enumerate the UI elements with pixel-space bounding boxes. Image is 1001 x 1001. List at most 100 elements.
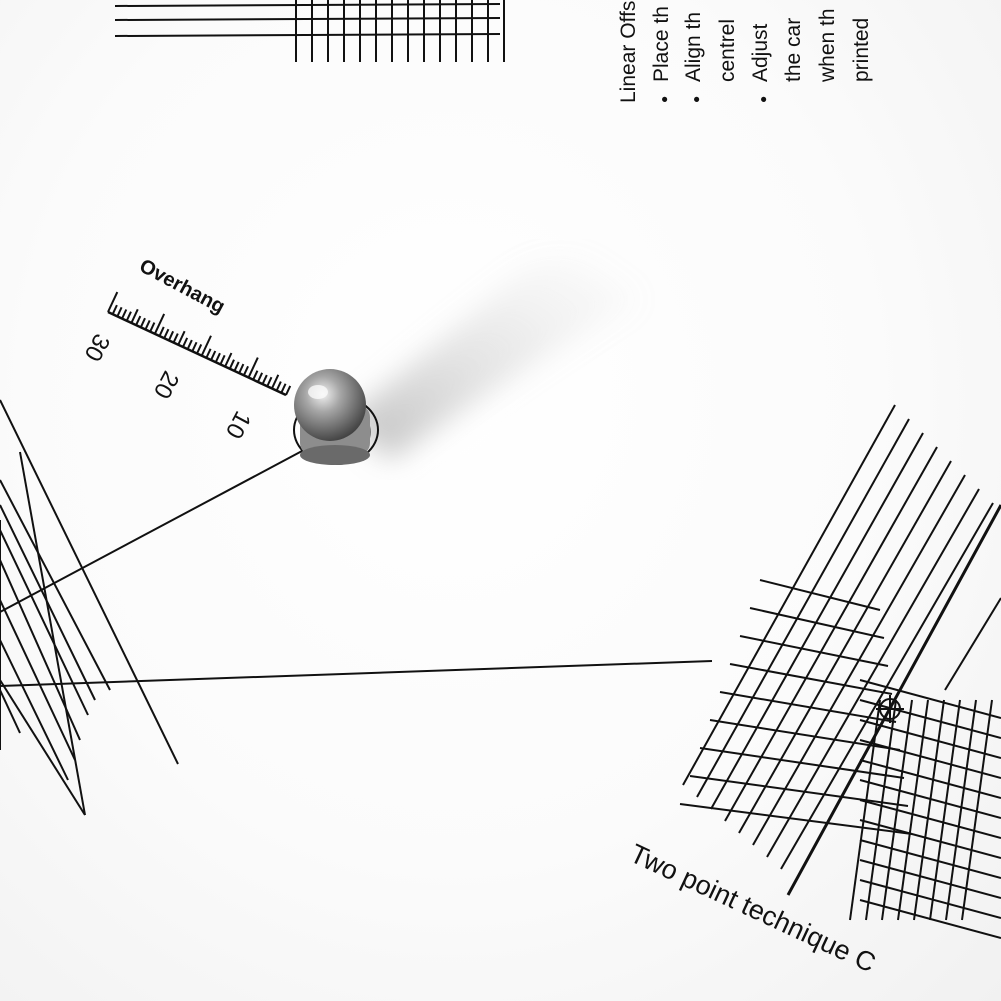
null-point-grid	[679, 404, 1001, 939]
grid-line	[766, 488, 980, 858]
grid-line	[149, 322, 156, 333]
grid-line	[205, 348, 212, 359]
grid-line	[859, 699, 1001, 739]
grid-line	[709, 719, 901, 751]
grid-line	[139, 317, 146, 328]
grid-line	[881, 699, 913, 921]
grid-line	[679, 803, 913, 835]
grid-line	[172, 333, 179, 344]
bullet-1: ●	[657, 96, 671, 103]
bullet-3: ●	[756, 96, 770, 103]
grid-line	[929, 699, 961, 921]
grid-line	[961, 699, 993, 921]
arm-line	[0, 450, 303, 613]
grid-line	[749, 607, 885, 639]
bullet-2: ●	[689, 96, 703, 103]
crosshair-icon	[876, 695, 904, 723]
grid-line	[280, 383, 287, 394]
grid-line	[224, 352, 233, 368]
instructions-title: Linear Offs	[617, 1, 640, 103]
grid-line	[130, 308, 139, 324]
grid-line	[210, 350, 217, 361]
grid-line	[696, 418, 910, 798]
grid-line	[125, 311, 132, 322]
grid-line	[214, 352, 221, 363]
overhang-label: Overhang	[136, 255, 229, 318]
grid-line	[710, 432, 924, 810]
grid-line	[256, 372, 264, 383]
grid-line	[167, 330, 175, 341]
instruction-line-6: when th	[816, 8, 839, 83]
instruction-line-1: Place th	[650, 6, 673, 82]
grid-line	[738, 460, 952, 834]
instructions-block: Linear Offs ● Place th ● Align th centre…	[617, 1, 873, 103]
horizontal-baseline	[0, 660, 713, 687]
scale-tick-label-10: 10	[220, 407, 256, 443]
grid-line	[191, 341, 198, 352]
grid-line	[158, 326, 165, 337]
instruction-line-5: the car	[782, 18, 805, 82]
grid-line	[228, 359, 235, 370]
grid-line	[739, 635, 889, 667]
grid-line	[219, 354, 226, 365]
grid-line	[897, 699, 929, 921]
grid-line	[859, 879, 1001, 919]
instruction-line-2: Align th	[682, 12, 705, 82]
grid-line	[186, 339, 193, 350]
grid-line	[859, 679, 1001, 719]
grid-line	[114, 33, 501, 37]
grid-line	[242, 365, 249, 376]
overhang-scale: Overhang 30 20 10	[79, 255, 292, 443]
grid-line	[759, 579, 881, 611]
grid-line	[114, 17, 501, 21]
grid-line	[865, 699, 897, 921]
grid-line	[121, 309, 128, 319]
grid-line	[266, 376, 273, 387]
grid-line	[182, 337, 189, 348]
grid-line	[859, 799, 1001, 839]
grid-line	[859, 839, 1001, 879]
instruction-line-3: centrel	[716, 19, 739, 82]
grid-line	[238, 363, 245, 374]
grid-line	[233, 361, 240, 372]
grid-line	[945, 699, 977, 921]
grid-line	[859, 719, 1001, 759]
grid-line	[261, 374, 268, 385]
grid-line	[859, 739, 1001, 779]
grid-line	[252, 370, 259, 381]
two-point-technique-label: Two point technique C	[625, 838, 880, 978]
scale-tick-label-20: 20	[148, 367, 184, 403]
grid-line	[116, 306, 123, 317]
grid-line	[111, 304, 118, 315]
grid-line	[144, 319, 151, 330]
grid-line	[271, 374, 280, 389]
grid-line	[247, 357, 259, 378]
grid-line	[913, 699, 945, 921]
spindle-icon	[293, 369, 379, 465]
grid-line	[859, 859, 1001, 899]
grid-line	[275, 381, 282, 392]
left-line-fan	[0, 399, 713, 816]
grid-line	[729, 663, 893, 695]
instruction-line-7: printed	[850, 18, 873, 82]
grid-line	[285, 385, 292, 396]
grid-line	[859, 759, 1001, 799]
grid-line	[719, 691, 897, 723]
grid-line	[153, 313, 166, 335]
grid-line	[135, 315, 142, 326]
scale-tick-label-30: 30	[79, 329, 115, 365]
grid-line	[724, 446, 938, 822]
grid-line	[163, 328, 170, 339]
grid-line	[859, 819, 1001, 859]
grid-line	[107, 291, 119, 313]
grid-line	[200, 335, 212, 357]
spindle-shadow	[345, 259, 640, 460]
instruction-line-4: Adjust	[749, 23, 772, 82]
grid-line	[780, 502, 994, 870]
grid-line	[944, 597, 1001, 691]
top-grid	[114, 0, 505, 62]
grid-line	[689, 775, 909, 807]
grid-line	[196, 344, 203, 354]
